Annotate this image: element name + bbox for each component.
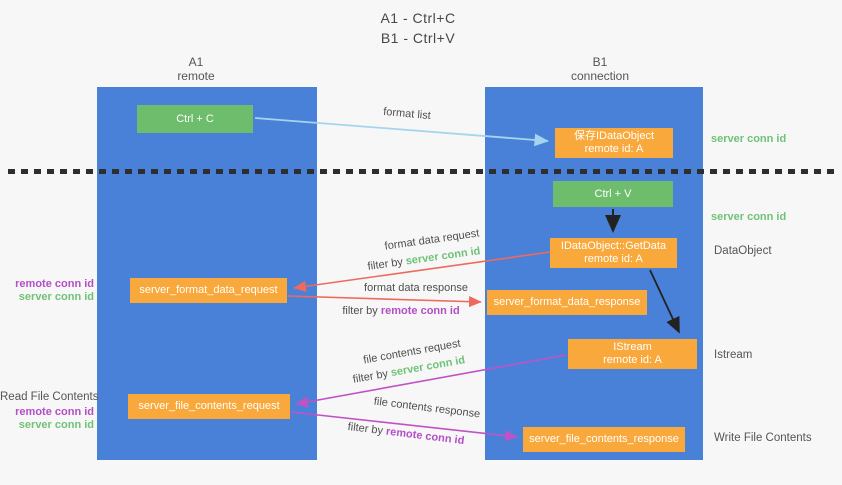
label-dataobject: DataObject	[714, 245, 772, 257]
lifeline-b-header: B1 connection	[540, 55, 660, 83]
node-getdata: IDataObject::GetData remote id: A	[550, 238, 677, 268]
node-file-request-label: server_file_contents_request	[138, 400, 280, 412]
label-write-file-contents: Write File Contents	[714, 432, 812, 444]
node-getdata-line2: remote id: A	[584, 253, 643, 265]
label-read-file-contents: Read File Contents	[0, 391, 99, 403]
node-file-response-label: server_file_contents_response	[529, 433, 679, 445]
label-istream: Istream	[714, 349, 753, 361]
lifeline-b-role: connection	[570, 69, 630, 83]
label-remote-conn-id-1: remote conn id	[15, 278, 94, 290]
node-ctrl-c: Ctrl + C	[137, 105, 253, 133]
node-format-response-label: server_format_data_response	[493, 296, 641, 308]
lifeline-a-name: A1	[188, 55, 204, 69]
filter-prefix: filter by	[342, 305, 381, 317]
lifeline-b-name: B1	[592, 55, 608, 69]
node-format-request-label: server_format_data_request	[139, 284, 278, 296]
label-filter-by-remote-conn-id-2: filter by remote conn id	[347, 421, 465, 447]
node-ctrl-c-label: Ctrl + C	[176, 112, 214, 125]
label-server-conn-id-1: server conn id	[18, 291, 94, 303]
filter-prefix: filter by	[351, 367, 392, 386]
label-format-list: format list	[382, 105, 432, 123]
node-save-dataobject: 保存IDataObject remote id: A	[555, 128, 673, 158]
label-server-conn-id-2: server conn id	[18, 419, 94, 431]
filter-highlight-remote: remote conn id	[385, 425, 465, 448]
node-ctrl-v: Ctrl + V	[553, 181, 673, 207]
node-server-format-data-request: server_format_data_request	[130, 278, 287, 303]
label-server-conn-id-mid: server conn id	[711, 211, 787, 223]
node-istream-line1: IStream	[613, 341, 652, 353]
label-file-contents-response: file contents response	[373, 395, 481, 421]
node-ctrl-v-label: Ctrl + V	[594, 187, 632, 200]
node-server-file-contents-request: server_file_contents_request	[128, 394, 290, 419]
filter-prefix: filter by	[366, 255, 407, 273]
label-server-conn-id-top: server conn id	[711, 133, 787, 145]
filter-highlight-remote: remote conn id	[380, 305, 460, 317]
node-istream-line2: remote id: A	[603, 354, 662, 366]
node-server-format-data-response: server_format_data_response	[487, 290, 647, 315]
label-remote-conn-id-2: remote conn id	[15, 406, 94, 418]
lifeline-a-role: remote	[177, 69, 215, 83]
diagram-title: A1 - Ctrl+C B1 - Ctrl+V	[318, 8, 518, 48]
label-filter-by-server-conn-id-1: filter by server conn id	[367, 245, 481, 273]
node-istream: IStream remote id: A	[568, 339, 697, 369]
title-line-1: A1 - Ctrl+C	[380, 10, 456, 26]
phase-divider-dotted-line	[8, 169, 834, 174]
node-server-file-contents-response: server_file_contents_response	[523, 427, 685, 452]
filter-prefix: filter by	[347, 420, 387, 438]
node-save-dataobject-line1: 保存IDataObject	[573, 130, 655, 142]
filter-highlight-server: server conn id	[404, 245, 482, 268]
label-filter-by-remote-conn-id-1: filter by remote conn id	[342, 305, 459, 317]
label-format-data-response: format data response	[364, 282, 468, 294]
lifeline-a-header: A1 remote	[140, 55, 252, 83]
title-line-2: B1 - Ctrl+V	[380, 30, 456, 46]
node-save-dataobject-line2: remote id: A	[584, 143, 644, 155]
node-getdata-line1: IDataObject::GetData	[560, 240, 667, 252]
